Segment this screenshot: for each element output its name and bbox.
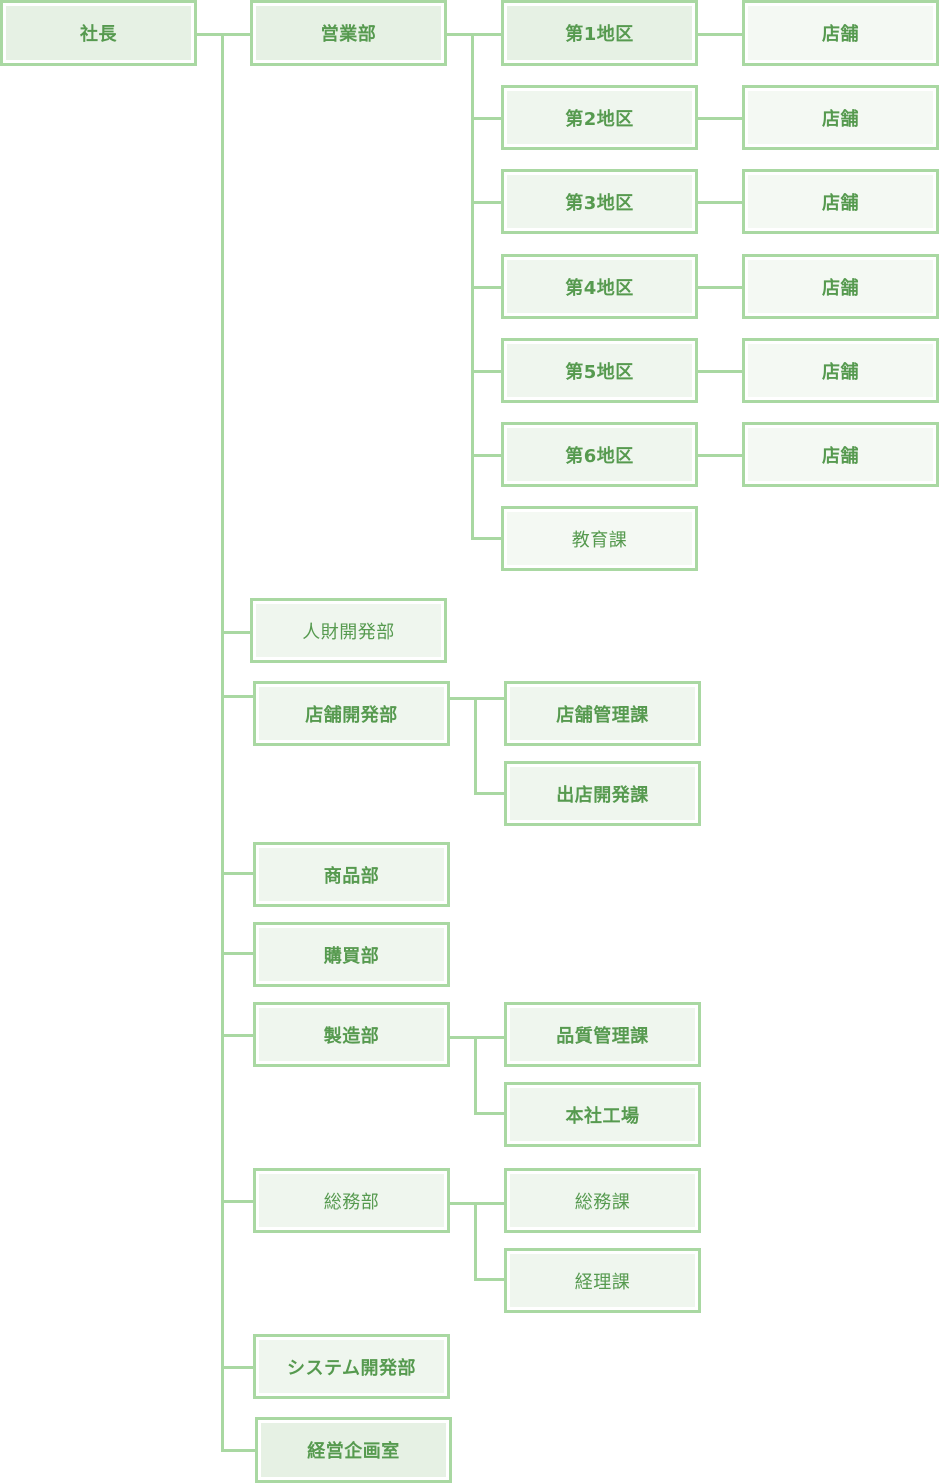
connector-line bbox=[471, 537, 502, 540]
connector-line bbox=[471, 201, 502, 204]
node-merchandise-dept: 商品部 bbox=[253, 842, 450, 907]
connector-line bbox=[221, 1449, 256, 1452]
node-label: 人財開発部 bbox=[256, 604, 441, 657]
node-label: 第4地区 bbox=[507, 260, 692, 313]
node-store: 店舗 bbox=[742, 422, 939, 487]
node-president: 社長 bbox=[0, 0, 197, 66]
node-section: 出店開発課 bbox=[504, 761, 701, 826]
node-label: 店舗 bbox=[748, 91, 933, 144]
node-label: 出店開発課 bbox=[510, 767, 695, 820]
node-label: 第3地区 bbox=[507, 175, 692, 228]
node-label: 店舗 bbox=[748, 260, 933, 313]
connector-line bbox=[697, 286, 743, 289]
connector-line bbox=[697, 370, 743, 373]
connector-line bbox=[221, 1200, 254, 1203]
connector-line bbox=[221, 1034, 254, 1037]
node-system-dev-dept: システム開発部 bbox=[253, 1334, 450, 1399]
connector-line bbox=[221, 952, 254, 955]
connector-line bbox=[697, 33, 743, 36]
node-label: 経営企画室 bbox=[261, 1423, 446, 1477]
connector-line bbox=[449, 1202, 505, 1205]
node-label: システム開発部 bbox=[259, 1340, 444, 1393]
connector-line bbox=[474, 1202, 477, 1281]
node-label: 経理課 bbox=[510, 1254, 695, 1307]
connector-line bbox=[221, 872, 254, 875]
connector-line bbox=[697, 201, 743, 204]
node-section: 品質管理課 bbox=[504, 1002, 701, 1067]
node-store-dev-dept: 店舗開発部 bbox=[253, 681, 450, 746]
node-label: 教育課 bbox=[507, 512, 692, 565]
node-store: 店舗 bbox=[742, 169, 939, 234]
connector-line bbox=[449, 1036, 505, 1039]
node-label: 店舗開発部 bbox=[259, 687, 444, 740]
node-store: 店舗 bbox=[742, 254, 939, 319]
node-sales-dept: 営業部 bbox=[250, 0, 447, 66]
node-general-affairs-dept: 総務部 bbox=[253, 1168, 450, 1233]
node-label: 第6地区 bbox=[507, 428, 692, 481]
node-district: 第1地区 bbox=[501, 0, 698, 66]
connector-line bbox=[221, 695, 254, 698]
node-district: 第5地区 bbox=[501, 338, 698, 403]
node-manufacturing-dept: 製造部 bbox=[253, 1002, 450, 1067]
connector-line bbox=[221, 631, 251, 634]
connector-line bbox=[697, 454, 743, 457]
node-label: 店舗 bbox=[748, 344, 933, 397]
node-section: 経理課 bbox=[504, 1248, 701, 1313]
connector-line bbox=[471, 454, 502, 457]
node-planning-office: 経営企画室 bbox=[255, 1417, 452, 1483]
node-label: 社長 bbox=[6, 6, 191, 60]
connector-line bbox=[221, 1366, 254, 1369]
node-label: 店舗 bbox=[748, 6, 933, 60]
connector-line bbox=[196, 33, 252, 36]
connector-line bbox=[446, 33, 502, 36]
node-label: 本社工場 bbox=[510, 1088, 695, 1141]
node-label: 店舗管理課 bbox=[510, 687, 695, 740]
connector-line bbox=[449, 697, 505, 700]
node-label: 品質管理課 bbox=[510, 1008, 695, 1061]
node-district: 第6地区 bbox=[501, 422, 698, 487]
node-district: 第3地区 bbox=[501, 169, 698, 234]
node-label: 店舗 bbox=[748, 175, 933, 228]
connector-line bbox=[471, 370, 502, 373]
node-label: 購買部 bbox=[259, 928, 444, 981]
node-purchasing-dept: 購買部 bbox=[253, 922, 450, 987]
node-label: 総務課 bbox=[510, 1174, 695, 1227]
node-store: 店舗 bbox=[742, 338, 939, 403]
connector-line bbox=[474, 1278, 505, 1281]
node-label: 商品部 bbox=[259, 848, 444, 901]
node-district: 第4地区 bbox=[501, 254, 698, 319]
node-label: 第1地区 bbox=[507, 6, 692, 60]
node-store: 店舗 bbox=[742, 85, 939, 150]
node-label: 総務部 bbox=[259, 1174, 444, 1227]
connector-line bbox=[474, 697, 477, 795]
node-label: 店舗 bbox=[748, 428, 933, 481]
connector-line bbox=[471, 117, 502, 120]
connector-line bbox=[471, 286, 502, 289]
connector-line bbox=[697, 117, 743, 120]
node-education-section: 教育課 bbox=[501, 506, 698, 571]
node-label: 第5地区 bbox=[507, 344, 692, 397]
node-section: 本社工場 bbox=[504, 1082, 701, 1147]
node-label: 営業部 bbox=[256, 6, 441, 60]
node-section: 総務課 bbox=[504, 1168, 701, 1233]
node-store: 店舗 bbox=[742, 0, 939, 66]
node-section: 店舗管理課 bbox=[504, 681, 701, 746]
node-label: 製造部 bbox=[259, 1008, 444, 1061]
node-label: 第2地区 bbox=[507, 91, 692, 144]
connector-line bbox=[474, 792, 505, 795]
node-district: 第2地区 bbox=[501, 85, 698, 150]
connector-line bbox=[474, 1112, 505, 1115]
connector-line bbox=[221, 33, 224, 1452]
connector-line bbox=[474, 1036, 477, 1115]
node-hr-dept: 人財開発部 bbox=[250, 598, 447, 663]
